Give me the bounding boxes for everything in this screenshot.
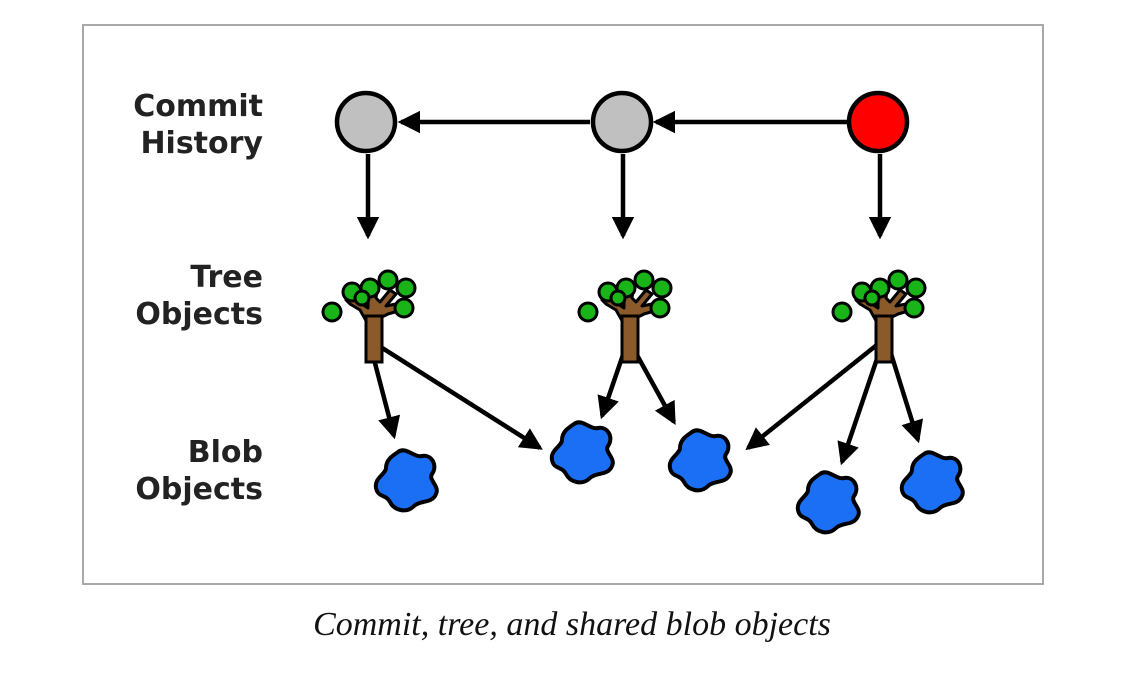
- blob-object-icon: [667, 428, 733, 493]
- blob-object-icon: [899, 450, 965, 515]
- tree-object-icon: [831, 269, 927, 364]
- label-blob-line2: Objects: [135, 472, 263, 507]
- commit-node-head-icon: [846, 90, 910, 154]
- blob-object-icon: [549, 420, 615, 485]
- blob-object-icon: [373, 448, 439, 513]
- commit-node-icon: [334, 90, 398, 154]
- label-blob-line1: Blob: [188, 435, 263, 470]
- label-tree-line2: Objects: [135, 297, 263, 332]
- label-commit-line1: Commit: [133, 89, 263, 124]
- label-commit-history: Commit History: [133, 89, 263, 161]
- label-commit-line2: History: [140, 126, 263, 161]
- arrow-tree3-to-blob4: [837, 343, 885, 466]
- label-blob-objects: Blob Objects: [135, 435, 263, 507]
- blob-object-icon: [795, 470, 861, 535]
- commit-node-icon: [590, 90, 654, 154]
- arrow-tree1-to-blob2: [374, 342, 543, 450]
- tree-object-icon: [577, 269, 673, 364]
- label-tree-objects: Tree Objects: [135, 260, 263, 332]
- arrow-tree3-to-blob3: [745, 342, 880, 451]
- tree-object-icon: [321, 269, 417, 364]
- figure-caption: Commit, tree, and shared blob objects: [313, 606, 831, 643]
- label-tree-line1: Tree: [190, 260, 263, 295]
